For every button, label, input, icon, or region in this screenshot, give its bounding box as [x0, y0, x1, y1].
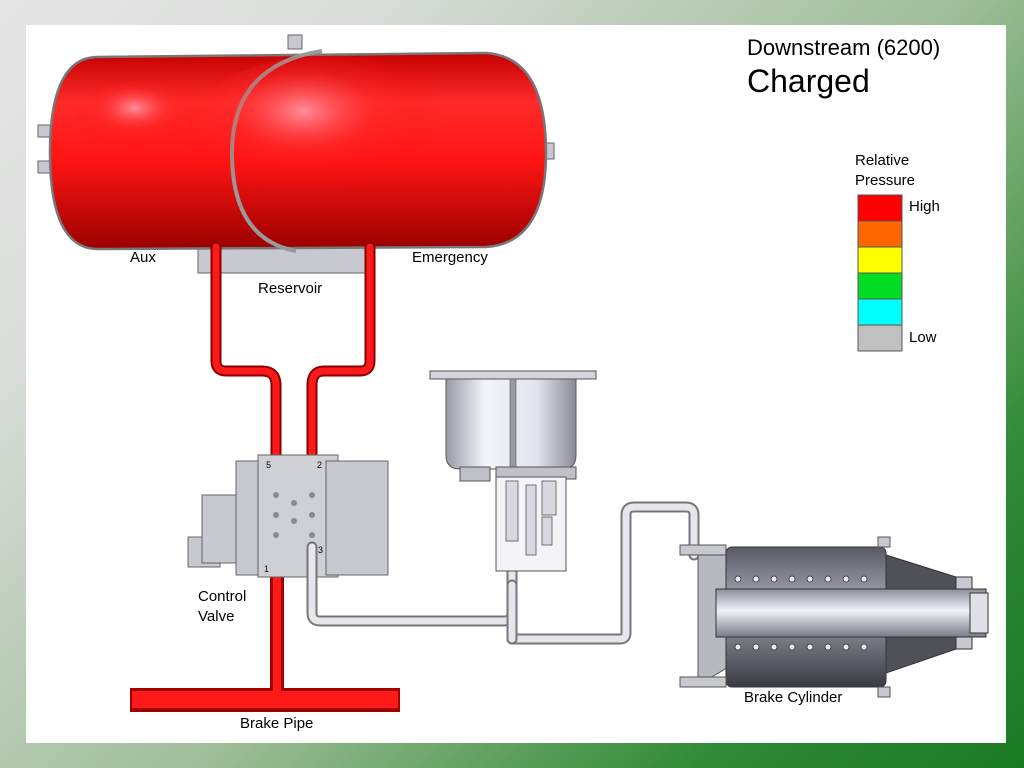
legend-high-label: High [909, 198, 940, 215]
brake-pipe-label: Brake Pipe [240, 715, 314, 732]
legend-swatch [857, 272, 903, 300]
emergency-pipe [306, 241, 376, 491]
legend-low-label: Low [909, 329, 937, 346]
status-text: Charged [747, 63, 870, 99]
valve-port-number: 3 [318, 545, 323, 555]
title: Downstream (6200) [747, 35, 941, 60]
legend-swatch [857, 194, 903, 222]
relay-valve-unit [429, 370, 597, 572]
control-valve-label: Control Valve [198, 588, 247, 625]
valve-port-number: 2 [317, 460, 322, 470]
valve-port-holes [273, 492, 315, 538]
legend-title: Relative Pressure [855, 152, 916, 189]
legend-swatch [857, 220, 903, 248]
brake-cylinder-pipe [306, 501, 700, 645]
aux-label: Aux [130, 249, 156, 266]
reservoir-highlight [186, 55, 466, 215]
valve-port-number: 1 [264, 564, 269, 574]
emergency-label: Emergency [412, 249, 488, 266]
aux-pipe [210, 241, 282, 491]
legend-swatch [857, 324, 903, 352]
brake-cylinder [679, 536, 989, 698]
reservoir-tank [37, 34, 555, 274]
brake-cylinder-label: Brake Cylinder [744, 689, 843, 706]
reservoir-highlight [76, 80, 216, 160]
cylinder-spring [734, 575, 868, 651]
legend-swatch [857, 246, 903, 274]
reservoir-label: Reservoir [258, 280, 323, 297]
legend-swatch [857, 298, 903, 326]
brake-pipe [130, 545, 400, 712]
airbrake-diagram: 5 2 1 3 [37, 34, 989, 712]
slide: 5 2 1 3 [26, 25, 1006, 743]
reservoir-lug [287, 34, 303, 50]
valve-port-number: 5 [266, 460, 271, 470]
control-valve [187, 454, 389, 578]
pressure-legend [857, 194, 903, 352]
